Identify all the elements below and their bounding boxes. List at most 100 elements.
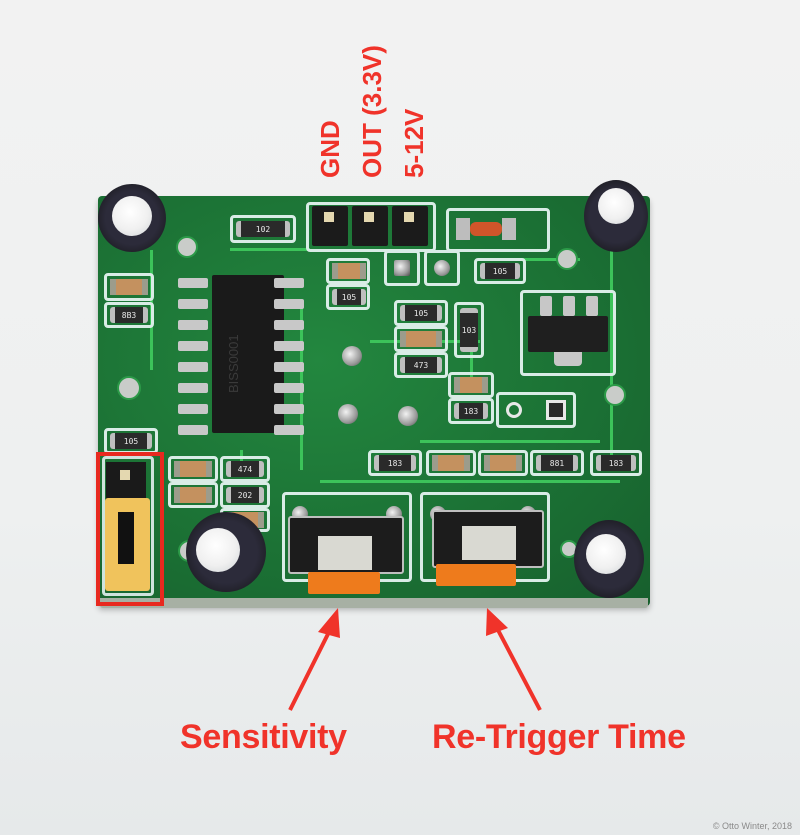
ic-pin <box>274 299 304 309</box>
mounting-hole <box>604 384 626 406</box>
pcb-trace <box>610 230 613 470</box>
cap-silkscreen <box>326 258 370 284</box>
voltage-regulator <box>528 316 608 352</box>
regulator-tab <box>554 352 582 366</box>
diode-silkscreen <box>446 208 550 252</box>
jumper-slot <box>118 512 134 564</box>
ic-pin <box>274 278 304 288</box>
capacitor <box>454 377 488 393</box>
capacitor <box>110 279 148 295</box>
test-pad <box>434 260 450 276</box>
pcb-trace <box>520 258 580 261</box>
photo-credit: © Otto Winter, 2018 <box>712 821 792 831</box>
resistor-105: 105 <box>400 305 442 321</box>
pin-header-out <box>352 206 388 246</box>
capacitor <box>174 487 212 503</box>
capacitor-top <box>112 196 152 236</box>
resistor-183: 183 <box>454 403 488 419</box>
ic-pin <box>274 320 304 330</box>
pcb-trace <box>470 345 473 385</box>
cap-silkscreen <box>394 326 448 352</box>
diode <box>456 218 516 240</box>
pcb-edge <box>100 598 648 608</box>
resistor-105: 105 <box>480 263 520 279</box>
resistor-881: 881 <box>536 455 578 471</box>
mounting-hole <box>176 236 198 258</box>
resistor-silkscreen <box>394 300 448 326</box>
resistor-8b3: 8B3 <box>110 307 148 323</box>
resistor-103: 103 <box>460 308 478 352</box>
ic-pin <box>274 404 304 414</box>
capacitor-top <box>586 534 626 574</box>
arrow-retrigger <box>486 608 542 711</box>
ic-pin <box>178 425 208 435</box>
cap-silkscreen <box>104 273 154 301</box>
capacitor <box>332 263 366 279</box>
annotation-retrigger-time: Re-Trigger Time <box>432 718 686 756</box>
jumper-silkscreen <box>102 456 154 596</box>
ic-pin <box>274 362 304 372</box>
regulator-silkscreen <box>520 290 616 376</box>
test-pad <box>394 260 410 276</box>
ic-pin <box>178 341 208 351</box>
retrigger-time-potentiometer[interactable] <box>432 510 544 590</box>
capacitor <box>174 461 212 477</box>
ic-pin <box>274 341 304 351</box>
resistor-silkscreen <box>230 215 296 243</box>
pcb-trace <box>320 480 620 483</box>
resistor-silkscreen <box>474 258 526 284</box>
ic-pin <box>274 383 304 393</box>
resistor-silkscreen <box>220 482 270 508</box>
pcb-trace <box>230 248 310 251</box>
jumper-pin <box>120 470 130 480</box>
annotation-sensitivity: Sensitivity <box>180 718 347 756</box>
ic-pin <box>178 404 208 414</box>
resistor-183: 183 <box>374 455 416 471</box>
ic-pin <box>178 320 208 330</box>
regulator-pin <box>540 296 552 316</box>
resistor-183: 183 <box>596 455 636 471</box>
trigger-jumper-highlight <box>96 452 164 606</box>
resistor-474: 474 <box>226 461 264 477</box>
pad-silkscreen <box>384 250 420 286</box>
ic-pin <box>178 362 208 372</box>
capacitor <box>432 455 470 471</box>
resistor-silkscreen <box>448 398 494 424</box>
capacitor <box>400 331 442 347</box>
mounting-hole <box>556 248 578 270</box>
regulator-pin <box>586 296 598 316</box>
pin-label-vcc: 5-12V <box>399 108 429 178</box>
pcb-trace <box>420 440 600 443</box>
cap-silkscreen <box>448 372 494 398</box>
pin-header-vcc <box>392 206 428 246</box>
resistor-105: 105 <box>110 433 152 449</box>
resistor-473: 473 <box>400 357 442 373</box>
cap-silkscreen <box>168 482 218 508</box>
sensitivity-potentiometer[interactable] <box>288 516 404 596</box>
pin-header-gnd <box>312 206 348 246</box>
cap-silkscreen <box>426 450 476 476</box>
jumper-header <box>106 462 146 502</box>
ic-biss0001: BISS0001 <box>212 275 284 433</box>
test-pad <box>546 400 566 420</box>
capacitor-top <box>598 188 634 224</box>
header-silkscreen <box>306 202 436 252</box>
resistor-silkscreen <box>326 284 370 310</box>
test-pad <box>506 402 522 418</box>
resistor-silkscreen <box>454 302 484 358</box>
resistor-silkscreen <box>530 450 584 476</box>
resistor-silkscreen <box>394 352 448 378</box>
cap-silkscreen <box>478 450 528 476</box>
capacitor <box>484 455 522 471</box>
pad-silkscreen <box>424 250 460 286</box>
pir-solder-joint <box>338 404 358 424</box>
pad-silkscreen <box>496 392 576 428</box>
pir-solder-joint <box>398 406 418 426</box>
capacitor-top <box>196 528 240 572</box>
resistor-silkscreen <box>590 450 642 476</box>
ic-pin <box>178 383 208 393</box>
resistor-105: 105 <box>332 289 366 305</box>
ic-pin <box>274 425 304 435</box>
arrow-sensitivity <box>288 608 340 711</box>
mounting-hole <box>117 376 141 400</box>
